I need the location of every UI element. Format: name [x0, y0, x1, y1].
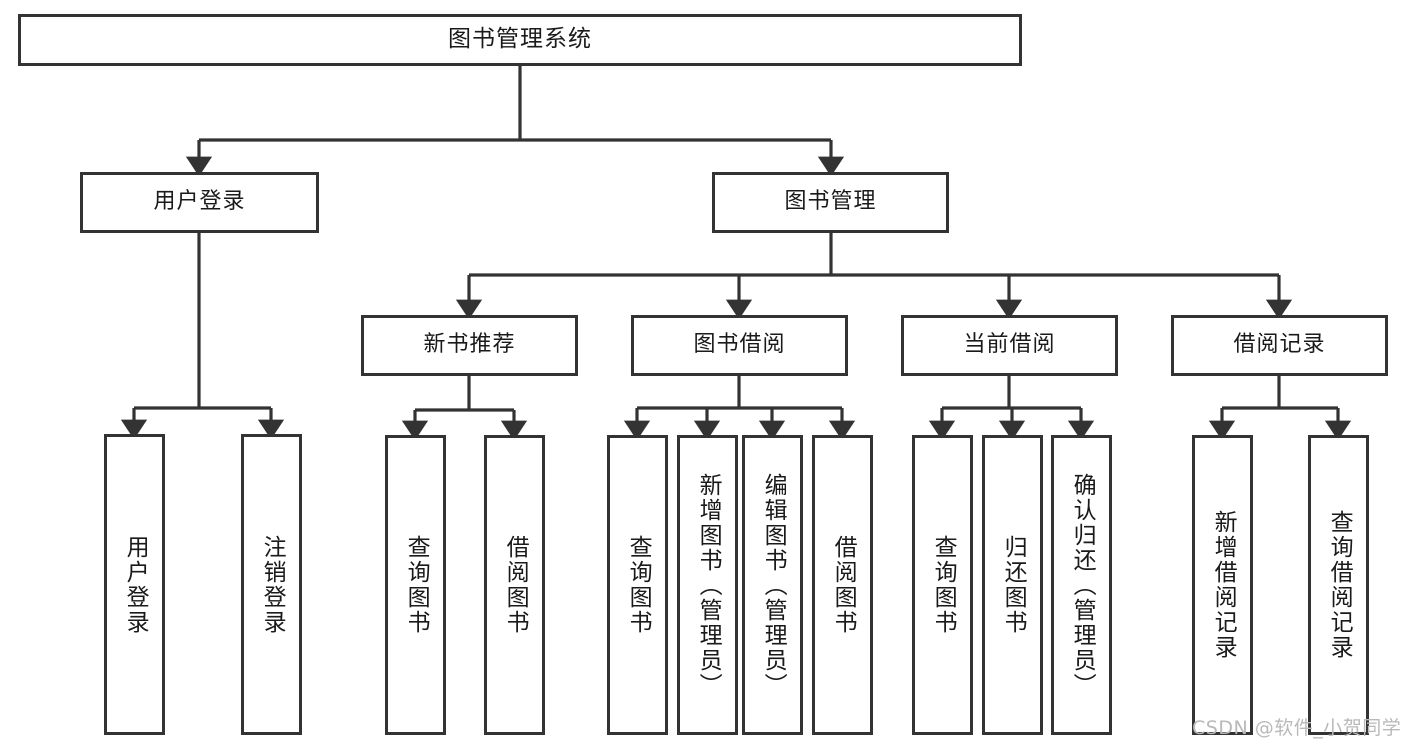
node-user-login[interactable]: 用户登录: [80, 172, 319, 233]
node-leaf-currentborrow-confirm[interactable]: 确认归还（管理员）: [1051, 435, 1112, 735]
node-root-system[interactable]: 图书管理系统: [18, 14, 1022, 66]
node-book-management-label: 图书管理: [784, 189, 877, 215]
node-leaf-user-login-logout[interactable]: 注销登录: [241, 434, 302, 735]
node-leaf-newbook-query[interactable]: 查询图书: [385, 435, 446, 735]
node-user-login-label: 用户登录: [153, 189, 246, 215]
node-leaf-user-login-login-label: 用户登录: [122, 534, 149, 635]
node-leaf-bookborrow-borrow-label: 借阅图书: [830, 535, 857, 635]
node-current-borrow-label: 当前借阅: [963, 332, 1056, 358]
node-leaf-newbook-borrow-label: 借阅图书: [502, 535, 529, 635]
node-leaf-bookborrow-query-label: 查询图书: [625, 535, 652, 635]
node-leaf-bookborrow-query[interactable]: 查询图书: [607, 435, 668, 735]
node-leaf-bookborrow-edit[interactable]: 编辑图书（管理员）: [742, 435, 803, 735]
node-current-borrow[interactable]: 当前借阅: [901, 315, 1118, 376]
node-new-book-recommend-label: 新书推荐: [423, 332, 516, 358]
node-leaf-currentborrow-query-label: 查询图书: [930, 535, 957, 635]
node-book-management[interactable]: 图书管理: [712, 172, 949, 233]
node-leaf-currentborrow-return[interactable]: 归还图书: [982, 435, 1043, 735]
node-new-book-recommend[interactable]: 新书推荐: [361, 315, 578, 376]
node-leaf-currentborrow-return-label: 归还图书: [1000, 535, 1027, 635]
node-leaf-currentborrow-confirm-label: 确认归还（管理员）: [1069, 472, 1096, 698]
node-borrow-record[interactable]: 借阅记录: [1171, 315, 1388, 376]
node-leaf-bookborrow-edit-label: 编辑图书（管理员）: [760, 472, 787, 698]
node-leaf-bookborrow-borrow[interactable]: 借阅图书: [812, 435, 873, 735]
node-leaf-borrowrecord-query-label: 查询借阅记录: [1326, 510, 1353, 660]
node-leaf-bookborrow-add[interactable]: 新增图书（管理员）: [677, 435, 738, 735]
node-leaf-user-login-login[interactable]: 用户登录: [104, 434, 165, 735]
node-leaf-user-login-logout-label: 注销登录: [259, 534, 286, 635]
node-leaf-borrowrecord-add-label: 新增借阅记录: [1210, 510, 1237, 660]
node-book-borrow-label: 图书借阅: [693, 332, 786, 358]
node-leaf-borrowrecord-query[interactable]: 查询借阅记录: [1308, 435, 1369, 735]
node-leaf-currentborrow-query[interactable]: 查询图书: [912, 435, 973, 735]
node-root-system-label: 图书管理系统: [448, 26, 592, 53]
node-borrow-record-label: 借阅记录: [1233, 332, 1326, 358]
node-leaf-borrowrecord-add[interactable]: 新增借阅记录: [1192, 435, 1253, 735]
node-book-borrow[interactable]: 图书借阅: [631, 315, 848, 376]
node-leaf-bookborrow-add-label: 新增图书（管理员）: [695, 472, 722, 698]
csdn-watermark: CSDN @软件_小贺同学: [1192, 717, 1402, 739]
node-leaf-newbook-borrow[interactable]: 借阅图书: [484, 435, 545, 735]
node-leaf-newbook-query-label: 查询图书: [403, 535, 430, 635]
